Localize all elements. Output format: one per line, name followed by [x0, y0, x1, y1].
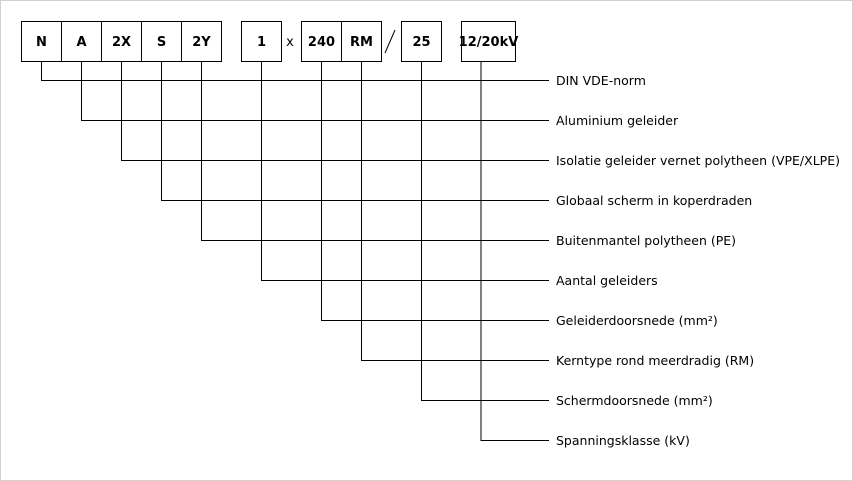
leader-line [121, 61, 549, 161]
code-label: A [76, 35, 86, 50]
description-label: DIN VDE-norm [556, 73, 646, 88]
code-label: S [157, 35, 166, 50]
code-label: 2X [112, 35, 131, 50]
description-label: Buitenmantel polytheen (PE) [556, 233, 736, 248]
code-box-frame [461, 21, 516, 62]
leader-line [161, 61, 549, 201]
code-label: 25 [412, 35, 430, 50]
code-box: 12/20kV [459, 21, 519, 62]
code-box-frame [241, 21, 282, 62]
code-label: 240 [308, 35, 335, 50]
leader-line [361, 61, 549, 361]
code-label: 2Y [192, 35, 211, 50]
times-separator: x [286, 35, 294, 50]
code-box: 25 [401, 21, 442, 62]
code-label: N [36, 35, 47, 50]
description-label: Globaal scherm in koperdraden [556, 193, 752, 208]
description-label: Aantal geleiders [556, 273, 658, 288]
code-box: 2X [101, 21, 142, 62]
code-box-frame [341, 21, 382, 62]
leader-line [81, 61, 549, 121]
code-separators: x [286, 29, 396, 54]
code-box: N [21, 21, 62, 62]
description-label: Isolatie geleider vernet polytheen (VPE/… [556, 153, 840, 168]
description-label: Kerntype rond meerdradig (RM) [556, 353, 754, 368]
code-box: S [141, 21, 182, 62]
description-label: Geleiderdoorsnede (mm²) [556, 313, 718, 328]
description-label: Aluminium geleider [556, 113, 679, 128]
code-boxes: N A 2X S 2Y 1 240 RM 25 12/20kV [21, 21, 519, 62]
leader-line [421, 61, 549, 401]
code-label: 1 [257, 35, 266, 50]
code-box: A [61, 21, 102, 62]
description-label: Spanningsklasse (kV) [556, 433, 690, 448]
description-label: Schermdoorsnede (mm²) [556, 393, 713, 408]
code-box-frame [141, 21, 182, 62]
code-box-frame [401, 21, 442, 62]
leader-line [261, 61, 549, 281]
code-box: 2Y [181, 21, 222, 62]
leader-line [41, 61, 549, 81]
slash-separator [384, 29, 396, 54]
code-box: 240 [301, 21, 342, 62]
leader-line [321, 61, 549, 321]
code-box-frame [301, 21, 342, 62]
leader-lines [41, 61, 549, 441]
code-label: 12/20kV [459, 35, 519, 50]
leader-line [480, 61, 549, 441]
leader-line [201, 61, 549, 241]
code-label: RM [350, 35, 373, 50]
code-box: RM [341, 21, 382, 62]
code-box: 1 [241, 21, 282, 62]
